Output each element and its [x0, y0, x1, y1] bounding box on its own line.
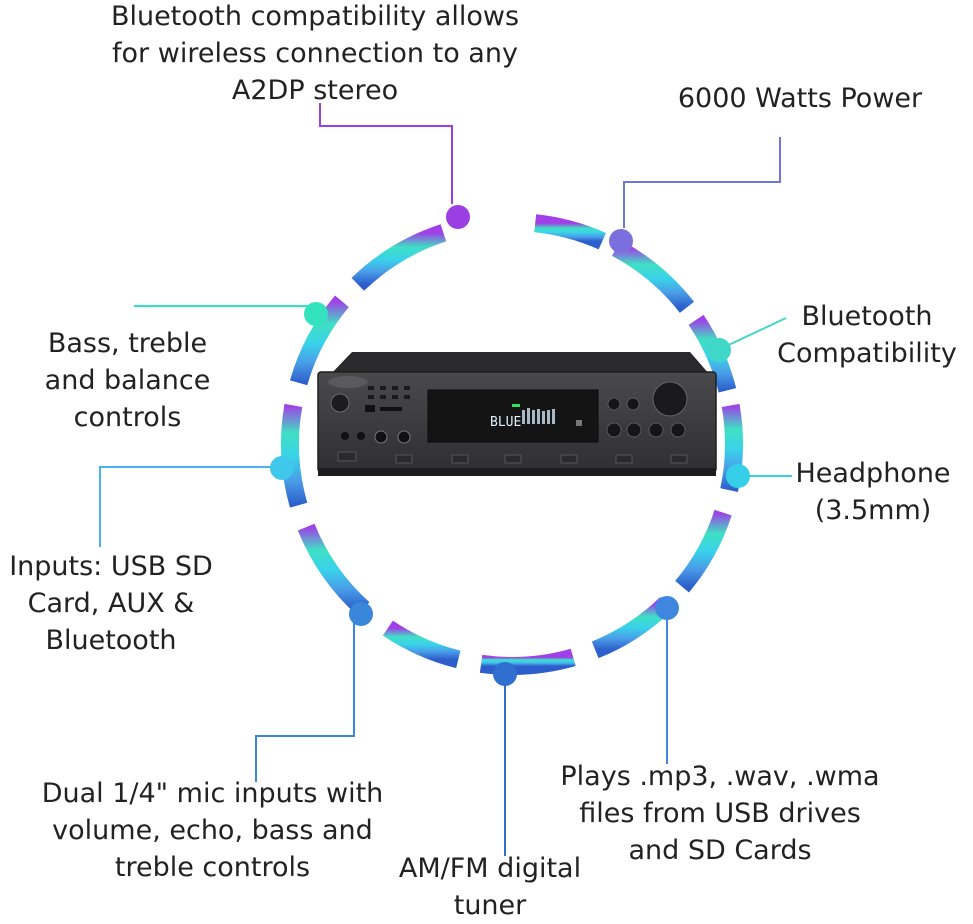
callout-bluetooth-a2dp: Bluetooth compatibility allows for wirel…	[110, 1, 520, 106]
marker-dot-tuner	[493, 662, 517, 686]
volume-knob	[652, 381, 688, 417]
leader-line-inputs	[99, 466, 277, 547]
sd-slot	[380, 407, 402, 411]
marker-dot-bluetooth-a2dp	[446, 205, 470, 229]
callout-mic: Dual 1/4" mic inputs with volume, echo, …	[41, 778, 384, 883]
marker-dot-inputs	[270, 456, 294, 480]
amplifier-product-image: BLUE	[317, 352, 717, 476]
mic-jack-4	[397, 430, 411, 444]
ring-segment	[611, 240, 695, 313]
leader-line-bluetooth-a2dp	[319, 103, 453, 204]
marker-dot-bluetooth	[707, 338, 731, 362]
display-text: BLUE	[490, 415, 521, 430]
callout-inputs: Inputs: USB SD Card, AUX & Bluetooth	[9, 551, 213, 656]
power-knob-icon	[330, 393, 350, 413]
ring-segment	[534, 214, 606, 250]
leader-line-power	[623, 137, 781, 228]
callout-tuner: AM/FM digital tuner	[398, 853, 582, 921]
brand-logo	[328, 376, 368, 388]
mic-jack-1	[341, 432, 349, 440]
ring-segment	[289, 295, 349, 386]
ring-segment	[675, 509, 732, 593]
marker-dot-mic	[349, 602, 373, 626]
ring-segment	[297, 523, 370, 616]
callout-power: 6000 Watts Power	[677, 83, 923, 114]
callout-bass-treble: Bass, treble and balance controls	[44, 328, 211, 433]
ring-segment	[479, 648, 576, 675]
callout-headphone: Headphone (3.5mm)	[795, 458, 951, 526]
leader-line-mic	[255, 614, 355, 782]
marker-dot-power	[609, 229, 633, 253]
usb-port	[365, 405, 375, 412]
marker-dot-headphone	[726, 464, 750, 488]
callout-plays: Plays .mp3, .wav, .wma files from USB dr…	[560, 761, 880, 866]
marker-dot-plays	[655, 596, 679, 620]
ring-segment	[382, 620, 461, 669]
mic-jack-2	[357, 432, 365, 440]
ring-segment	[351, 224, 447, 291]
mic-jack-3	[374, 430, 388, 444]
marker-dot-bass-treble	[304, 302, 328, 326]
ring-segment	[281, 403, 308, 508]
callout-bluetooth: Bluetooth Compatibility	[777, 301, 957, 369]
display-panel	[427, 389, 599, 443]
